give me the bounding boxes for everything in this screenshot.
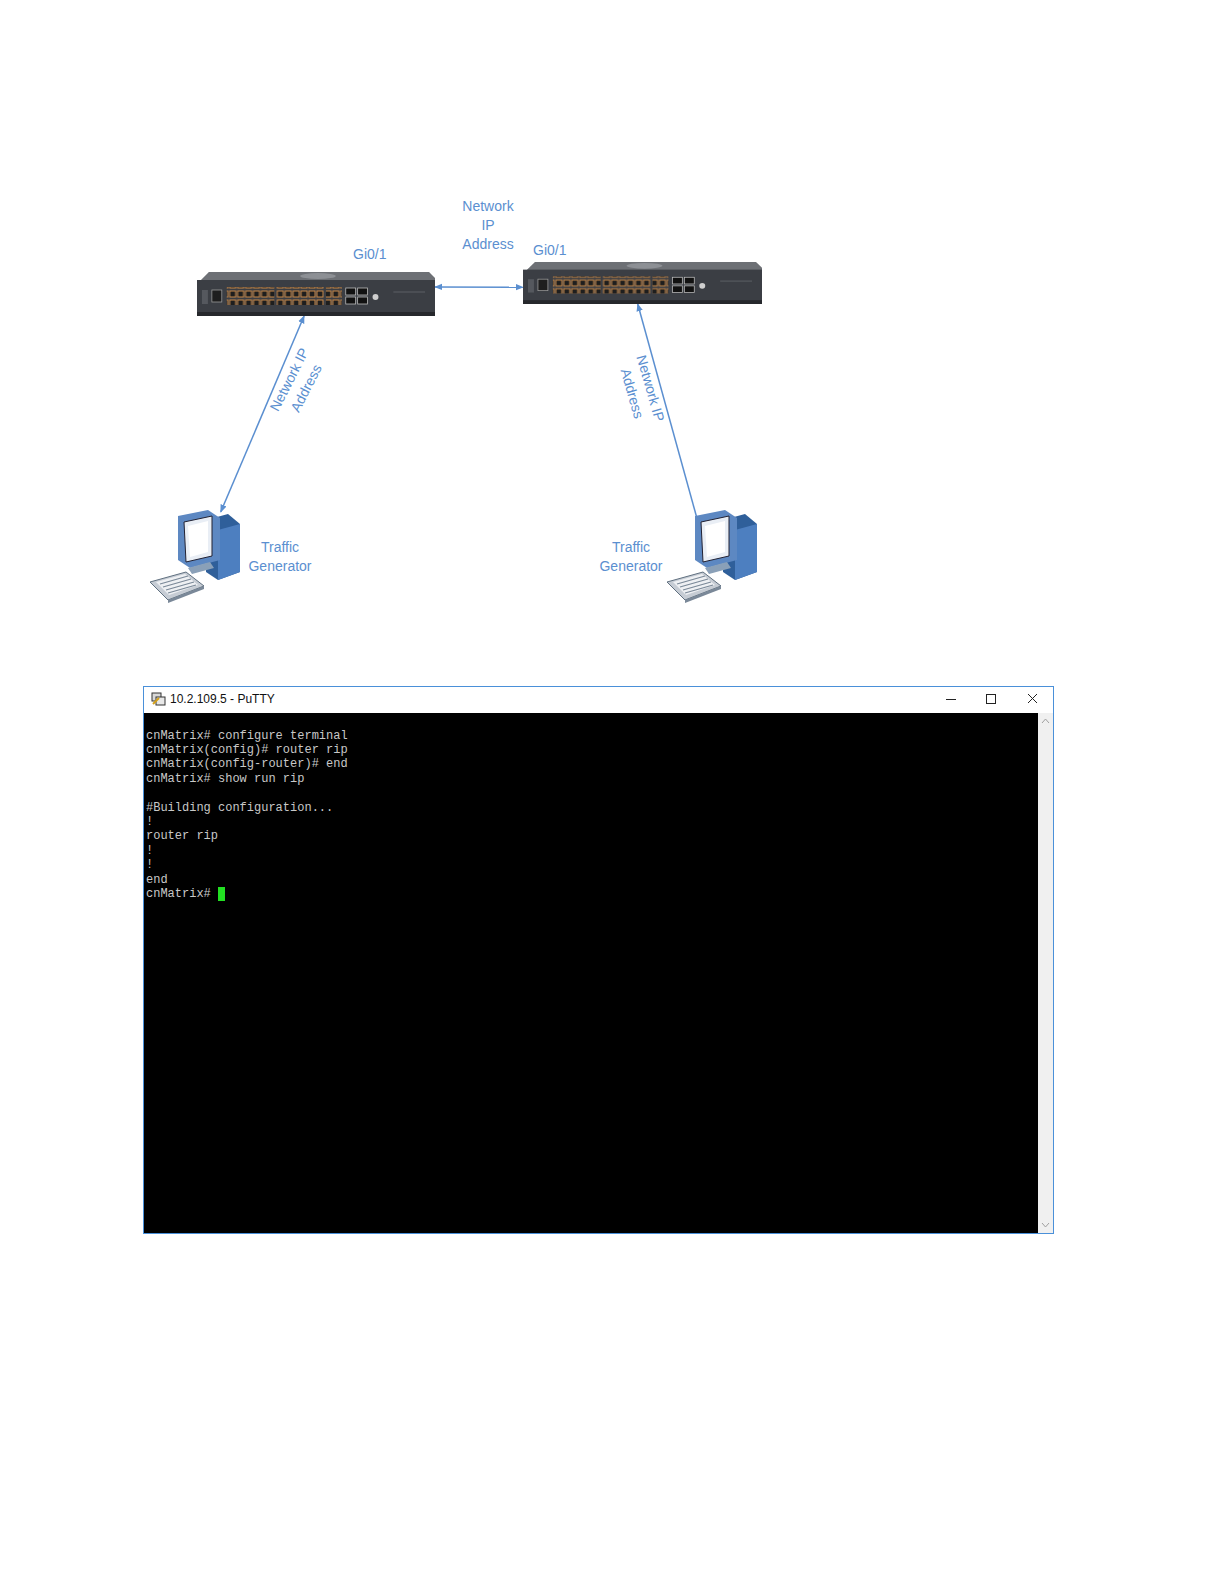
port-label: Gi0/1	[353, 245, 386, 264]
terminal-line: cnMatrix# show run rip	[146, 772, 304, 786]
terminal-line: end	[146, 873, 168, 887]
terminal-line: cnMatrix(config)# router rip	[146, 743, 348, 757]
terminal-line: cnMatrix#	[146, 887, 211, 901]
window-buttons	[946, 694, 1037, 704]
terminal-line: router rip	[146, 829, 218, 843]
computer-illustration	[148, 510, 245, 605]
terminal-line: !	[146, 858, 153, 872]
device-label: Traffic Generator	[595, 538, 667, 576]
network-switch: Gi0/1	[523, 262, 762, 304]
terminal-line: cnMatrix(config-router)# end	[146, 757, 348, 771]
computer-illustration	[665, 510, 762, 605]
link-label: Network IP Address	[455, 197, 521, 254]
traffic-generator-pc: Traffic Generator	[148, 510, 245, 605]
window-title: 10.2.109.5 - PuTTY	[170, 692, 275, 706]
terminal-line: cnMatrix# configure terminal	[146, 729, 348, 743]
putty-icon	[152, 693, 165, 705]
network-switch: Gi0/1	[197, 272, 435, 316]
traffic-generator-pc: Traffic Generator	[665, 510, 762, 605]
switch-illustration	[197, 272, 435, 316]
terminal-line: !	[146, 844, 153, 858]
switch-illustration	[523, 262, 762, 304]
link-arrow	[435, 286, 523, 288]
port-label: Gi0/1	[533, 241, 566, 260]
link-label: Network IP Address	[261, 335, 336, 432]
terminal-line: #Building configuration...	[146, 801, 333, 815]
terminal-cursor	[218, 887, 225, 901]
device-label: Traffic Generator	[244, 538, 316, 576]
terminal-line: !	[146, 815, 153, 829]
